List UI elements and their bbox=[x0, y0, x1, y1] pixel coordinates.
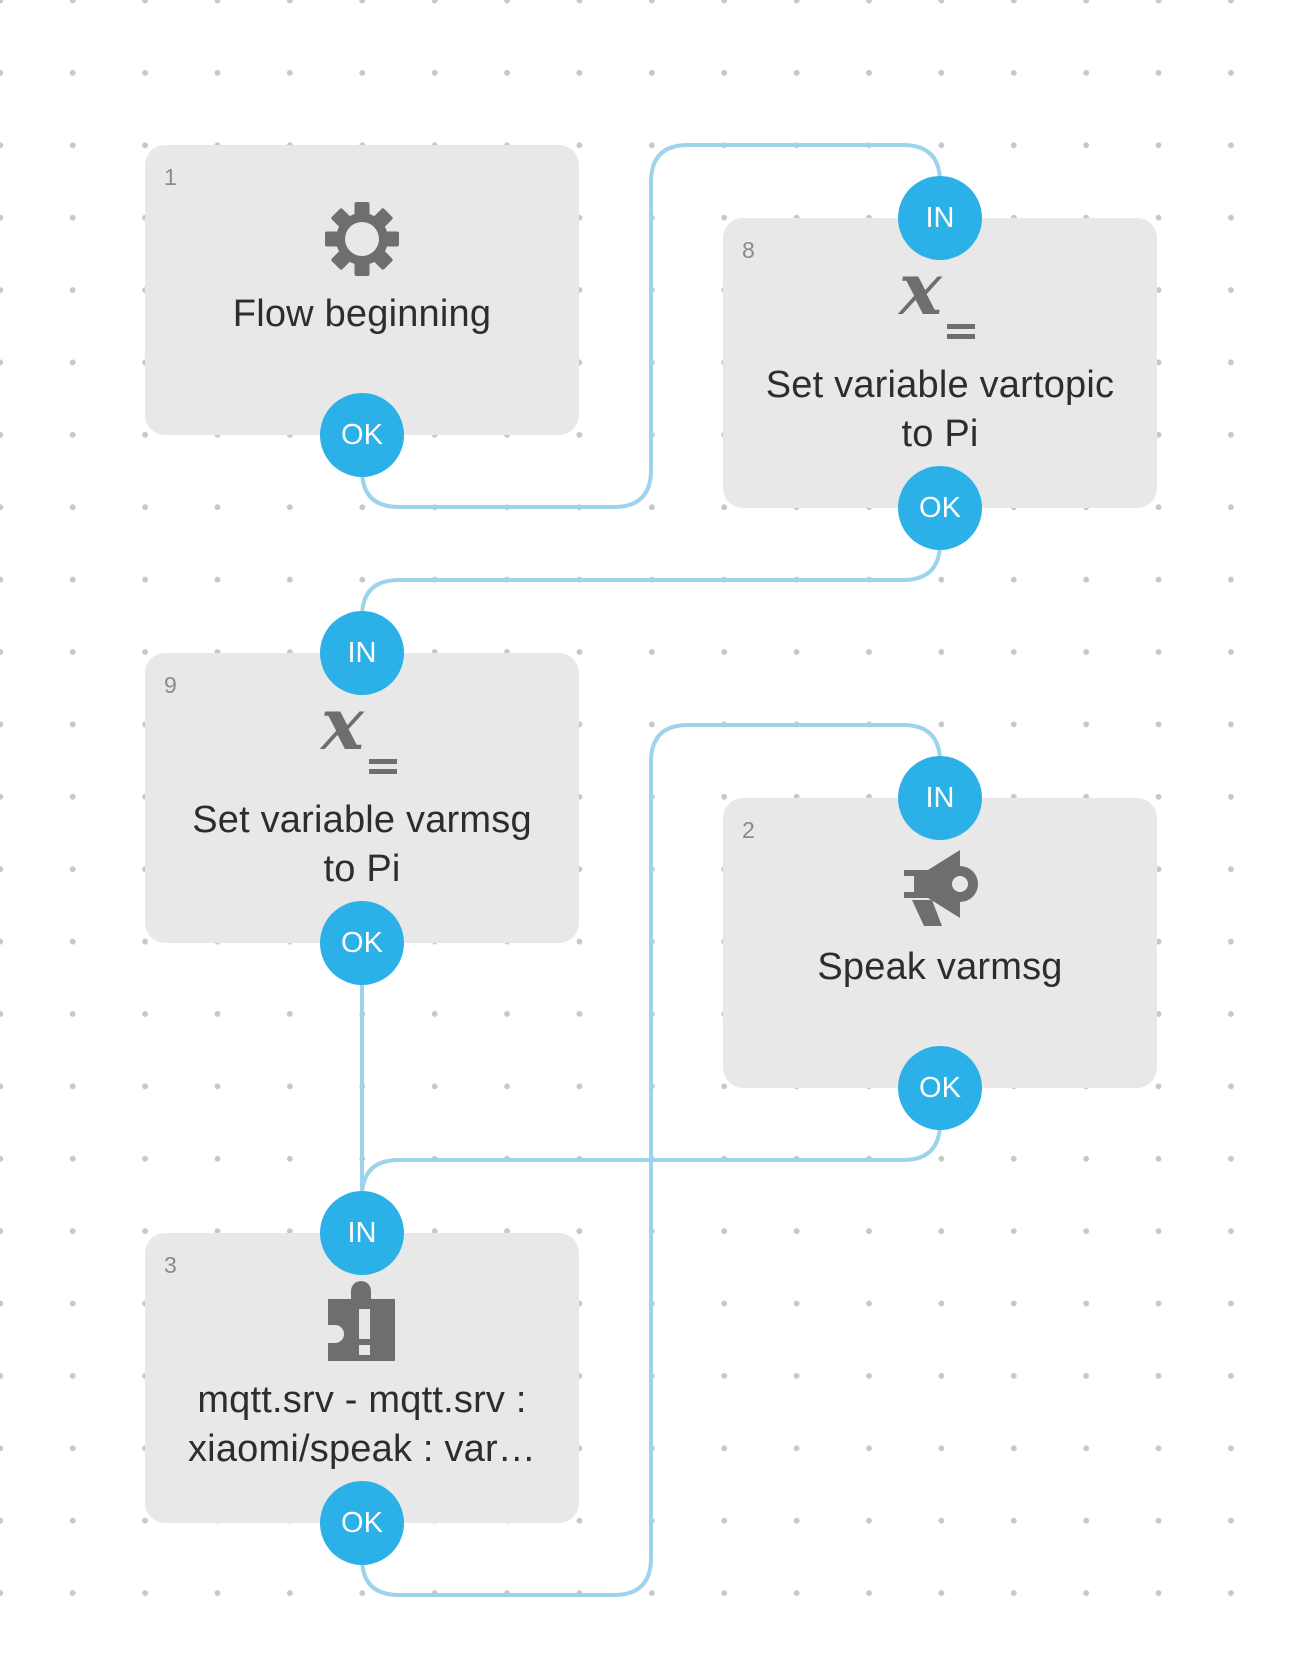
node-mqtt-publish[interactable]: 3 mqtt.srv - mqtt.srv : xiaomi/speak : v… bbox=[145, 1233, 579, 1523]
connector-8-to-9 bbox=[360, 508, 942, 654]
node-speak-varmsg[interactable]: 2 Speak varmsg bbox=[723, 798, 1157, 1088]
node-label-line1: mqtt.srv - mqtt.srv : bbox=[197, 1379, 527, 1421]
plugin-alert-icon bbox=[325, 1279, 399, 1368]
node-label: Set variable varmsg to Pi bbox=[175, 796, 549, 894]
port-ok-node-3[interactable]: OK bbox=[320, 1481, 404, 1565]
set-variable-icon: x bbox=[317, 681, 407, 788]
node-label-line2: xiaomi/speak : var… bbox=[187, 1428, 537, 1470]
set-variable-icon: x bbox=[895, 246, 985, 353]
port-in-node-2[interactable]: IN bbox=[898, 756, 982, 840]
node-label-text: Flow beginning bbox=[232, 293, 492, 335]
svg-text:x: x bbox=[897, 258, 943, 331]
gear-icon bbox=[320, 197, 404, 286]
connector-3-to-2 bbox=[360, 723, 942, 1597]
node-number: 2 bbox=[742, 817, 755, 843]
node-flow-beginning[interactable]: 1 Flow beginning bbox=[145, 145, 579, 435]
node-label-text: Speak varmsg bbox=[817, 946, 1063, 988]
port-ok-node-2[interactable]: OK bbox=[898, 1046, 982, 1130]
node-label: Flow beginning bbox=[175, 290, 549, 339]
port-ok-node-8[interactable]: OK bbox=[898, 466, 982, 550]
port-ok-node-1[interactable]: OK bbox=[320, 393, 404, 477]
node-label: mqtt.srv - mqtt.srv : xiaomi/speak : var… bbox=[175, 1376, 549, 1474]
port-ok-node-9[interactable]: OK bbox=[320, 901, 404, 985]
node-label-line2: to Pi bbox=[901, 413, 979, 455]
node-number: 3 bbox=[164, 1252, 177, 1278]
megaphone-icon bbox=[898, 846, 982, 935]
port-in-node-8[interactable]: IN bbox=[898, 176, 982, 260]
node-label: Speak varmsg bbox=[753, 943, 1127, 992]
port-in-node-3[interactable]: IN bbox=[320, 1191, 404, 1275]
svg-text:x: x bbox=[319, 693, 365, 766]
port-in-node-9[interactable]: IN bbox=[320, 611, 404, 695]
connector-1-to-8 bbox=[360, 143, 942, 509]
node-set-variable-vartopic[interactable]: 8 x Set variable vartopic to Pi bbox=[723, 218, 1157, 508]
node-label: Set variable vartopic to Pi bbox=[753, 361, 1127, 459]
node-label-line1: Set variable vartopic bbox=[765, 364, 1115, 406]
node-label-line2: to Pi bbox=[323, 848, 401, 890]
node-set-variable-varmsg[interactable]: 9 x Set variable varmsg to Pi bbox=[145, 653, 579, 943]
node-number: 8 bbox=[742, 237, 755, 263]
node-number: 1 bbox=[164, 164, 177, 190]
node-label-line1: Set variable varmsg bbox=[192, 799, 532, 841]
node-number: 9 bbox=[164, 672, 177, 698]
